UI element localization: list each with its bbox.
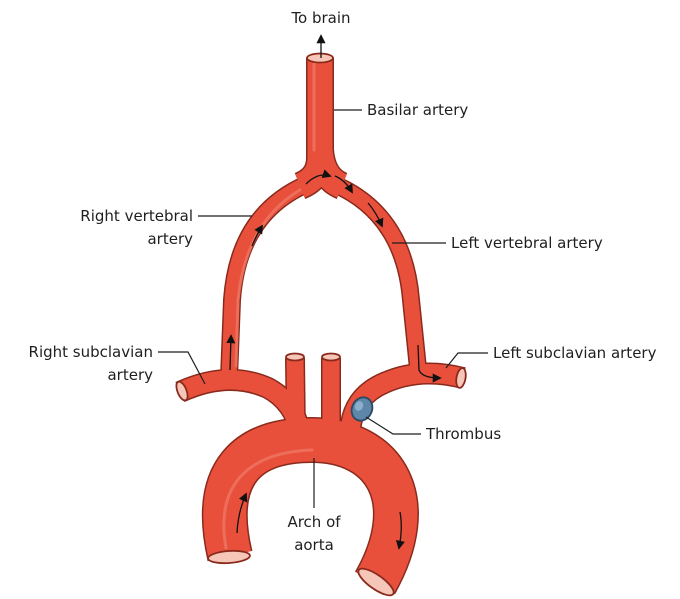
- label-right-subclavian-line2: artery: [107, 366, 153, 384]
- label-right-subclavian-line1: Right subclavian: [29, 343, 153, 361]
- left-cca-opening: [322, 354, 340, 361]
- label-arch-line2: aorta: [294, 536, 334, 554]
- label-arch-line1: Arch of: [287, 513, 341, 531]
- label-left-subclavian: Left subclavian artery: [493, 344, 657, 362]
- label-left-vertebral: Left vertebral artery: [451, 234, 603, 252]
- label-thrombus: Thrombus: [425, 425, 501, 443]
- leader-thrombus: [366, 417, 421, 434]
- label-basilar-artery: Basilar artery: [367, 101, 468, 119]
- left-vertebral-artery: [334, 184, 419, 378]
- aortic-arch: [225, 440, 396, 583]
- label-right-vertebral-line2: artery: [147, 230, 193, 248]
- labels: To brain Basilar artery Right vertebral …: [29, 9, 657, 554]
- label-to-brain: To brain: [290, 9, 350, 27]
- right-cca-opening: [286, 354, 304, 361]
- basilar-opening: [307, 54, 333, 63]
- label-right-vertebral-line1: Right vertebral: [80, 207, 193, 225]
